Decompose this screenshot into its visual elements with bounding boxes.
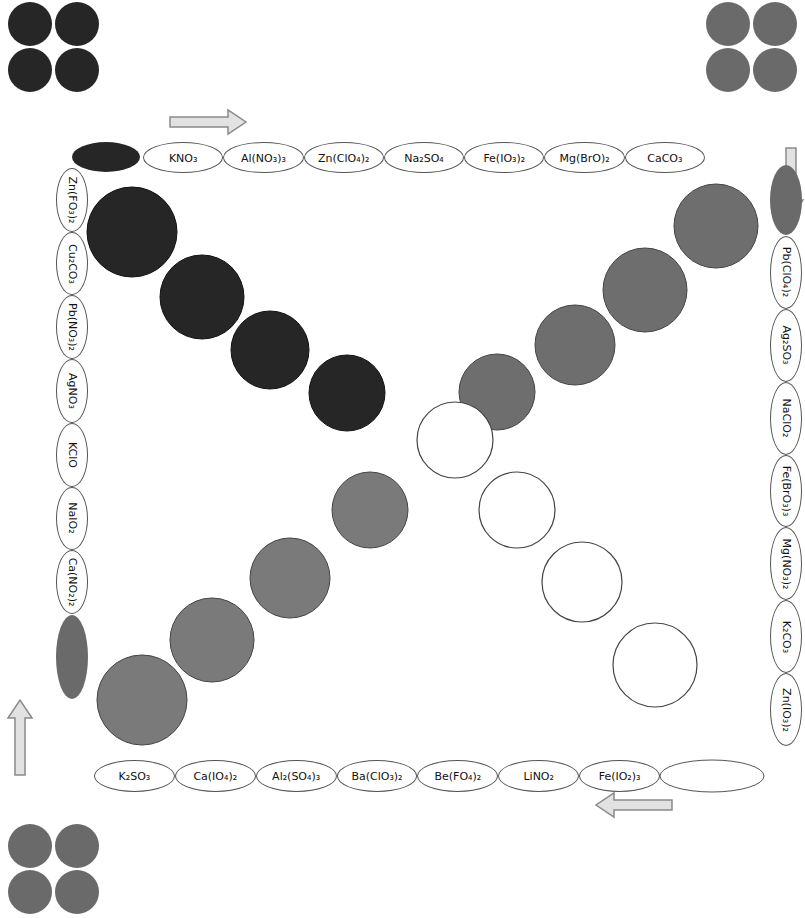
formula-text: Mg(BrO)₂ — [559, 152, 609, 163]
formula-oval: Ag₂SO₃ — [770, 309, 802, 382]
formula-oval: Ba(ClO₃)₂ — [337, 760, 418, 792]
grey-dot-group — [706, 2, 797, 92]
formula-oval: NaClO₂ — [770, 382, 802, 455]
start-oval — [770, 165, 802, 235]
formula-text: K₂CO₃ — [781, 621, 792, 653]
formula-oval: Ca(IO₄)₂ — [175, 760, 256, 792]
formula-oval: Al(NO₃)₃ — [223, 142, 303, 173]
white-piece — [417, 402, 697, 707]
formula-oval: K₂SO₃ — [94, 760, 175, 792]
formula-oval: KNO₃ — [143, 142, 223, 173]
formula-text: Fe(BrO₃)₃ — [781, 466, 792, 517]
formula-text: Ba(ClO₃)₂ — [351, 771, 402, 782]
formula-text: Al(NO₃)₃ — [241, 152, 286, 163]
formula-text: KClO — [67, 442, 78, 468]
formula-text: AgNO₃ — [67, 373, 78, 409]
formula-oval: CaCO₃ — [625, 142, 705, 173]
formula-oval: Zn(IO₃)₂ — [770, 673, 802, 746]
grey-dot-group — [8, 824, 99, 914]
grey-piece — [459, 184, 758, 430]
formula-oval: Mg(BrO)₂ — [544, 142, 624, 173]
formula-oval: LiNO₂ — [498, 760, 579, 792]
formula-text: LiNO₂ — [523, 771, 553, 782]
formula-oval: Zn(FO₃)₂ — [56, 168, 88, 232]
formula-oval: Be(FO₄)₂ — [417, 760, 498, 792]
formula-text: Na₂SO₄ — [404, 152, 443, 163]
start-oval — [72, 142, 140, 172]
formula-text: Zn(ClO₄)₂ — [318, 152, 369, 163]
formula-oval: Pb(NO₃)₂ — [56, 295, 88, 359]
formula-text: Cu₂CO₃ — [67, 244, 78, 284]
formula-text: Pb(ClO₄)₂ — [781, 247, 792, 297]
dark-piece — [87, 187, 385, 431]
formula-text: Ca(NO₂)₂ — [67, 558, 78, 607]
formula-oval: AgNO₃ — [56, 359, 88, 423]
formula-text: Ca(IO₄)₂ — [193, 771, 237, 782]
formula-oval: Fe(IO₃)₂ — [464, 142, 544, 173]
formula-oval: KClO — [56, 423, 88, 487]
formula-oval: Fe(BrO₃)₃ — [770, 455, 802, 528]
formula-text: Be(FO₄)₂ — [434, 771, 481, 782]
formula-oval: Ca(NO₂)₂ — [56, 550, 88, 614]
start-oval — [660, 760, 764, 792]
formula-oval: Mg(NO₃)₂ — [770, 527, 802, 600]
dark-dot-group — [8, 2, 99, 92]
formula-text: Zn(IO₃)₂ — [781, 688, 792, 732]
formula-text: CaCO₃ — [647, 152, 682, 163]
formula-text: Mg(NO₃)₂ — [781, 538, 792, 589]
formula-text: Ag₂SO₃ — [781, 326, 792, 365]
formula-text: Fe(IO₃)₂ — [483, 152, 525, 163]
formula-oval: Na₂SO₄ — [384, 142, 464, 173]
grey-piece — [97, 472, 408, 745]
formula-text: NaIO₂ — [67, 503, 78, 534]
formula-oval: K₂CO₃ — [770, 600, 802, 673]
direction-arrow — [8, 110, 803, 817]
formula-text: Al₂(SO₄)₃ — [272, 771, 320, 782]
formula-text: KNO₃ — [169, 152, 198, 163]
formula-oval: Zn(ClO₄)₂ — [304, 142, 384, 173]
formula-oval: Cu₂CO₃ — [56, 232, 88, 296]
start-oval — [56, 615, 88, 699]
formula-text: K₂SO₃ — [119, 771, 151, 782]
formula-oval: Pb(ClO₄)₂ — [770, 236, 802, 309]
formula-text: NaClO₂ — [781, 399, 792, 438]
formula-text: Fe(IO₂)₃ — [599, 771, 641, 782]
formula-text: Zn(FO₃)₂ — [67, 176, 78, 223]
formula-oval: NaIO₂ — [56, 487, 88, 551]
formula-text: Pb(NO₃)₂ — [67, 303, 78, 351]
formula-oval: Fe(IO₂)₃ — [579, 760, 660, 792]
formula-oval: Al₂(SO₄)₃ — [256, 760, 337, 792]
